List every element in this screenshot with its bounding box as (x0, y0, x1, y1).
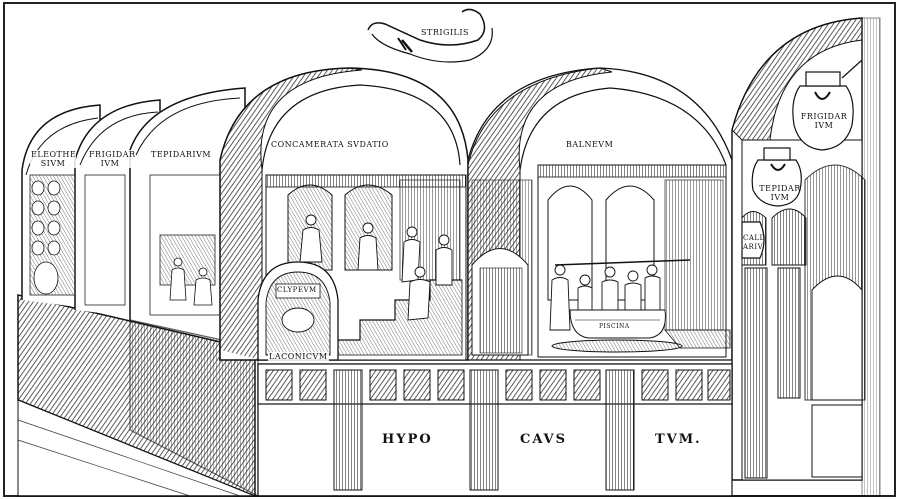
label-tepidarium-left: TEPIDARIVM (150, 150, 213, 159)
label-concamerata: CONCAMERATA SVDATIO (270, 140, 390, 149)
caldarium-vessel (741, 221, 765, 259)
tepidarium-vessel (751, 159, 802, 207)
label-caldarium: CALD ARIV (743, 234, 766, 251)
figures-sudatio (299, 214, 453, 321)
central-arch (467, 67, 733, 361)
label-frigidarium-left: FRIGIDAR IVM (88, 150, 136, 168)
label-frigidarium-right: FRIGIDAR IVM (800, 112, 848, 130)
frigidarium-vessel (792, 85, 854, 151)
label-elaeothesium: ELEOTHE SIVM (30, 150, 77, 168)
strigil (367, 8, 493, 63)
laconicum (257, 261, 339, 361)
label-strigilis: STRIGILIS (420, 28, 471, 37)
hypocaust (257, 267, 863, 497)
bathtub (551, 309, 683, 353)
label-tepidarium-right: TEPIDAR IVM (759, 184, 801, 202)
label-balneum: BALNEVM (565, 140, 615, 149)
label-laconicum: LACONICVM (268, 352, 329, 361)
label-clypeum: CLYPEVM (277, 286, 317, 294)
vessels (741, 59, 863, 259)
label-hypo: HYPO (382, 432, 433, 447)
figures-balneum (549, 264, 661, 331)
label-caus: CAVS (520, 432, 567, 447)
figures-left (169, 257, 213, 306)
jar-shelf (31, 180, 61, 295)
concamerata-arch (219, 67, 469, 361)
label-tum: TVM. (655, 432, 702, 447)
label-tub: PISCINA (599, 323, 630, 330)
bath-steps (664, 329, 731, 349)
